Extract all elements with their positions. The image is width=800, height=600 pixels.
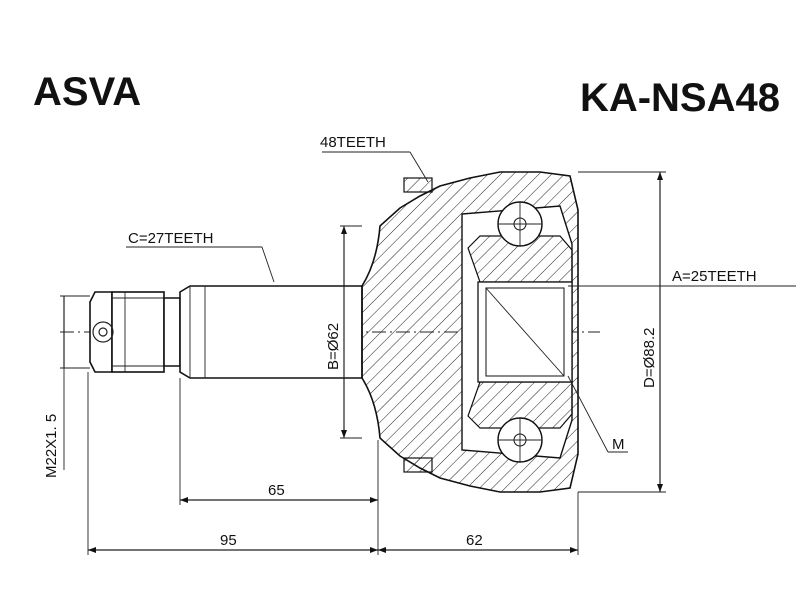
part-number: KA-NSA48 [579, 76, 780, 120]
dim-housing-length: 62 [466, 532, 483, 549]
dim-shaft-length: 65 [268, 482, 285, 499]
brand-name: ASVA [33, 70, 142, 114]
ball-bearing-bottom [497, 417, 543, 463]
inner-race [467, 235, 573, 429]
dimension-lines [60, 171, 666, 555]
dim-total-shaft: 95 [220, 532, 237, 549]
leader-lines [126, 151, 796, 453]
outer-diameter-label: D=Ø88.2 [641, 328, 658, 388]
ball-bearing-top [497, 201, 543, 247]
outer-teeth-label: 48TEETH [320, 134, 386, 151]
shaft-thread-end [89, 291, 165, 373]
shaft-teeth-label: C=27TEETH [128, 230, 213, 247]
thread-label: M22X1. 5 [43, 414, 60, 478]
inner-teeth-label: A=25TEETH [672, 268, 757, 285]
marker-label: M [612, 436, 625, 453]
shaft-diameter-label: B=Ø62 [325, 323, 342, 370]
